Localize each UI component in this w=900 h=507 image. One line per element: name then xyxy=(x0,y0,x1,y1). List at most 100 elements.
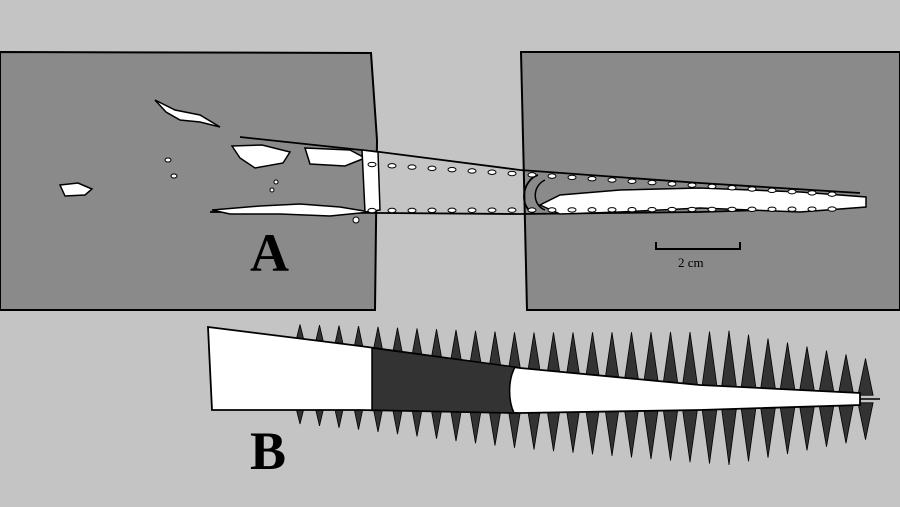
rostral-tooth xyxy=(508,410,521,448)
tooth-socket xyxy=(607,177,617,183)
fossil-fragment xyxy=(58,182,94,197)
tooth-socket xyxy=(507,207,517,213)
right-rock-slab xyxy=(519,51,900,311)
tooth-socket xyxy=(707,183,717,190)
rostral-tooth xyxy=(585,409,600,455)
tooth-socket xyxy=(807,206,817,212)
tooth-socket xyxy=(427,207,437,214)
rostrum-fossil-tip xyxy=(538,187,867,215)
tooth-socket xyxy=(587,207,597,213)
tooth-socket xyxy=(727,206,737,213)
tooth-socket xyxy=(447,166,457,173)
tooth-socket xyxy=(487,169,497,175)
rostral-tooth xyxy=(546,410,561,452)
panel-b xyxy=(207,324,880,465)
rostrum-fossil-upper xyxy=(303,147,367,167)
rostral-tooth xyxy=(643,408,659,460)
rostral-tooth xyxy=(488,331,502,367)
tooth-socket xyxy=(387,163,397,169)
tooth-socket xyxy=(567,174,577,181)
rostral-tooth xyxy=(759,405,777,458)
tooth-socket xyxy=(487,207,497,213)
tooth-socket xyxy=(407,207,417,214)
tooth-socket xyxy=(467,168,477,174)
rostral-tooth xyxy=(681,407,699,463)
rostral-tooth xyxy=(527,332,541,372)
tooth-socket xyxy=(807,190,817,196)
rostral-tooth xyxy=(662,408,679,461)
rostral-tooth xyxy=(604,409,620,456)
rostral-tooth xyxy=(857,402,874,440)
tooth-socket xyxy=(367,207,377,214)
rostral-tooth xyxy=(392,327,403,354)
rostral-tooth xyxy=(779,404,796,455)
panel-b-label: B xyxy=(250,421,287,481)
rostral-tooth xyxy=(818,403,835,447)
tooth-socket xyxy=(767,187,777,194)
tooth-socket xyxy=(367,161,377,168)
rostral-tooth xyxy=(759,338,777,391)
rostral-tooth xyxy=(818,350,835,394)
tooth-socket xyxy=(607,207,617,213)
rostral-tooth xyxy=(720,406,738,465)
rostrum-fossil-cross xyxy=(361,149,381,213)
tooth-socket xyxy=(827,206,837,212)
fossil-fragment xyxy=(154,99,221,128)
fossil-fragment xyxy=(269,187,275,193)
rostral-tooth xyxy=(566,332,580,376)
rostral-tooth xyxy=(585,332,600,378)
rostral-tooth xyxy=(837,354,855,395)
tooth-socket xyxy=(707,206,717,213)
rostral-tooth xyxy=(430,329,443,359)
tooth-socket xyxy=(787,188,797,195)
rostral-tooth xyxy=(740,406,757,462)
tooth-socket xyxy=(747,186,757,192)
tooth-socket xyxy=(427,165,437,172)
rostral-tooth xyxy=(372,326,384,351)
tooth-socket xyxy=(407,164,417,170)
rostrum-dark-band xyxy=(371,347,517,414)
tooth-sockets-upper xyxy=(367,161,837,197)
rostrum-fossil-curve xyxy=(534,179,546,211)
fossil-fragment xyxy=(352,216,360,224)
panel-a-label: A xyxy=(250,223,289,283)
tooth-socket xyxy=(387,207,397,214)
tooth-socket xyxy=(467,207,477,213)
rostral-tooth xyxy=(334,407,344,428)
rostral-tooth xyxy=(372,407,384,433)
rostral-tooth xyxy=(469,409,482,444)
tooth-socket xyxy=(547,173,557,179)
rostral-tooth xyxy=(857,358,874,396)
tooth-socket xyxy=(567,207,577,213)
tooth-socket xyxy=(727,185,737,191)
rostral-tooth xyxy=(411,328,423,357)
rostral-tooth xyxy=(681,332,699,387)
rostral-tooth xyxy=(779,342,796,392)
tooth-socket xyxy=(787,206,797,212)
tooth-socket xyxy=(667,206,677,213)
scale-bar-label: 2 cm xyxy=(678,255,704,270)
tooth-socket xyxy=(547,207,557,213)
rostral-tooth xyxy=(430,409,443,439)
tooth-socket xyxy=(507,170,517,177)
rostral-tooth xyxy=(623,332,640,381)
fossil-fragment xyxy=(273,179,279,185)
tooth-socket xyxy=(747,206,757,213)
rostral-tooth xyxy=(623,408,640,458)
rostral-tooth xyxy=(411,408,423,437)
rostral-tooth xyxy=(798,404,816,451)
rostral-tooth xyxy=(353,407,364,430)
rostral-tooth xyxy=(546,332,561,374)
tooth-socket xyxy=(687,206,697,213)
tooth-socket xyxy=(527,207,537,213)
tooth-socket xyxy=(587,176,597,182)
rostral-tooth xyxy=(604,332,620,380)
rostral-tooth xyxy=(527,410,541,450)
tooth-socket xyxy=(827,191,837,197)
rostral-tooth xyxy=(450,329,462,362)
tooth-socket xyxy=(647,206,657,213)
rostral-tooth xyxy=(392,408,403,435)
tooth-sockets-lower xyxy=(367,206,837,214)
